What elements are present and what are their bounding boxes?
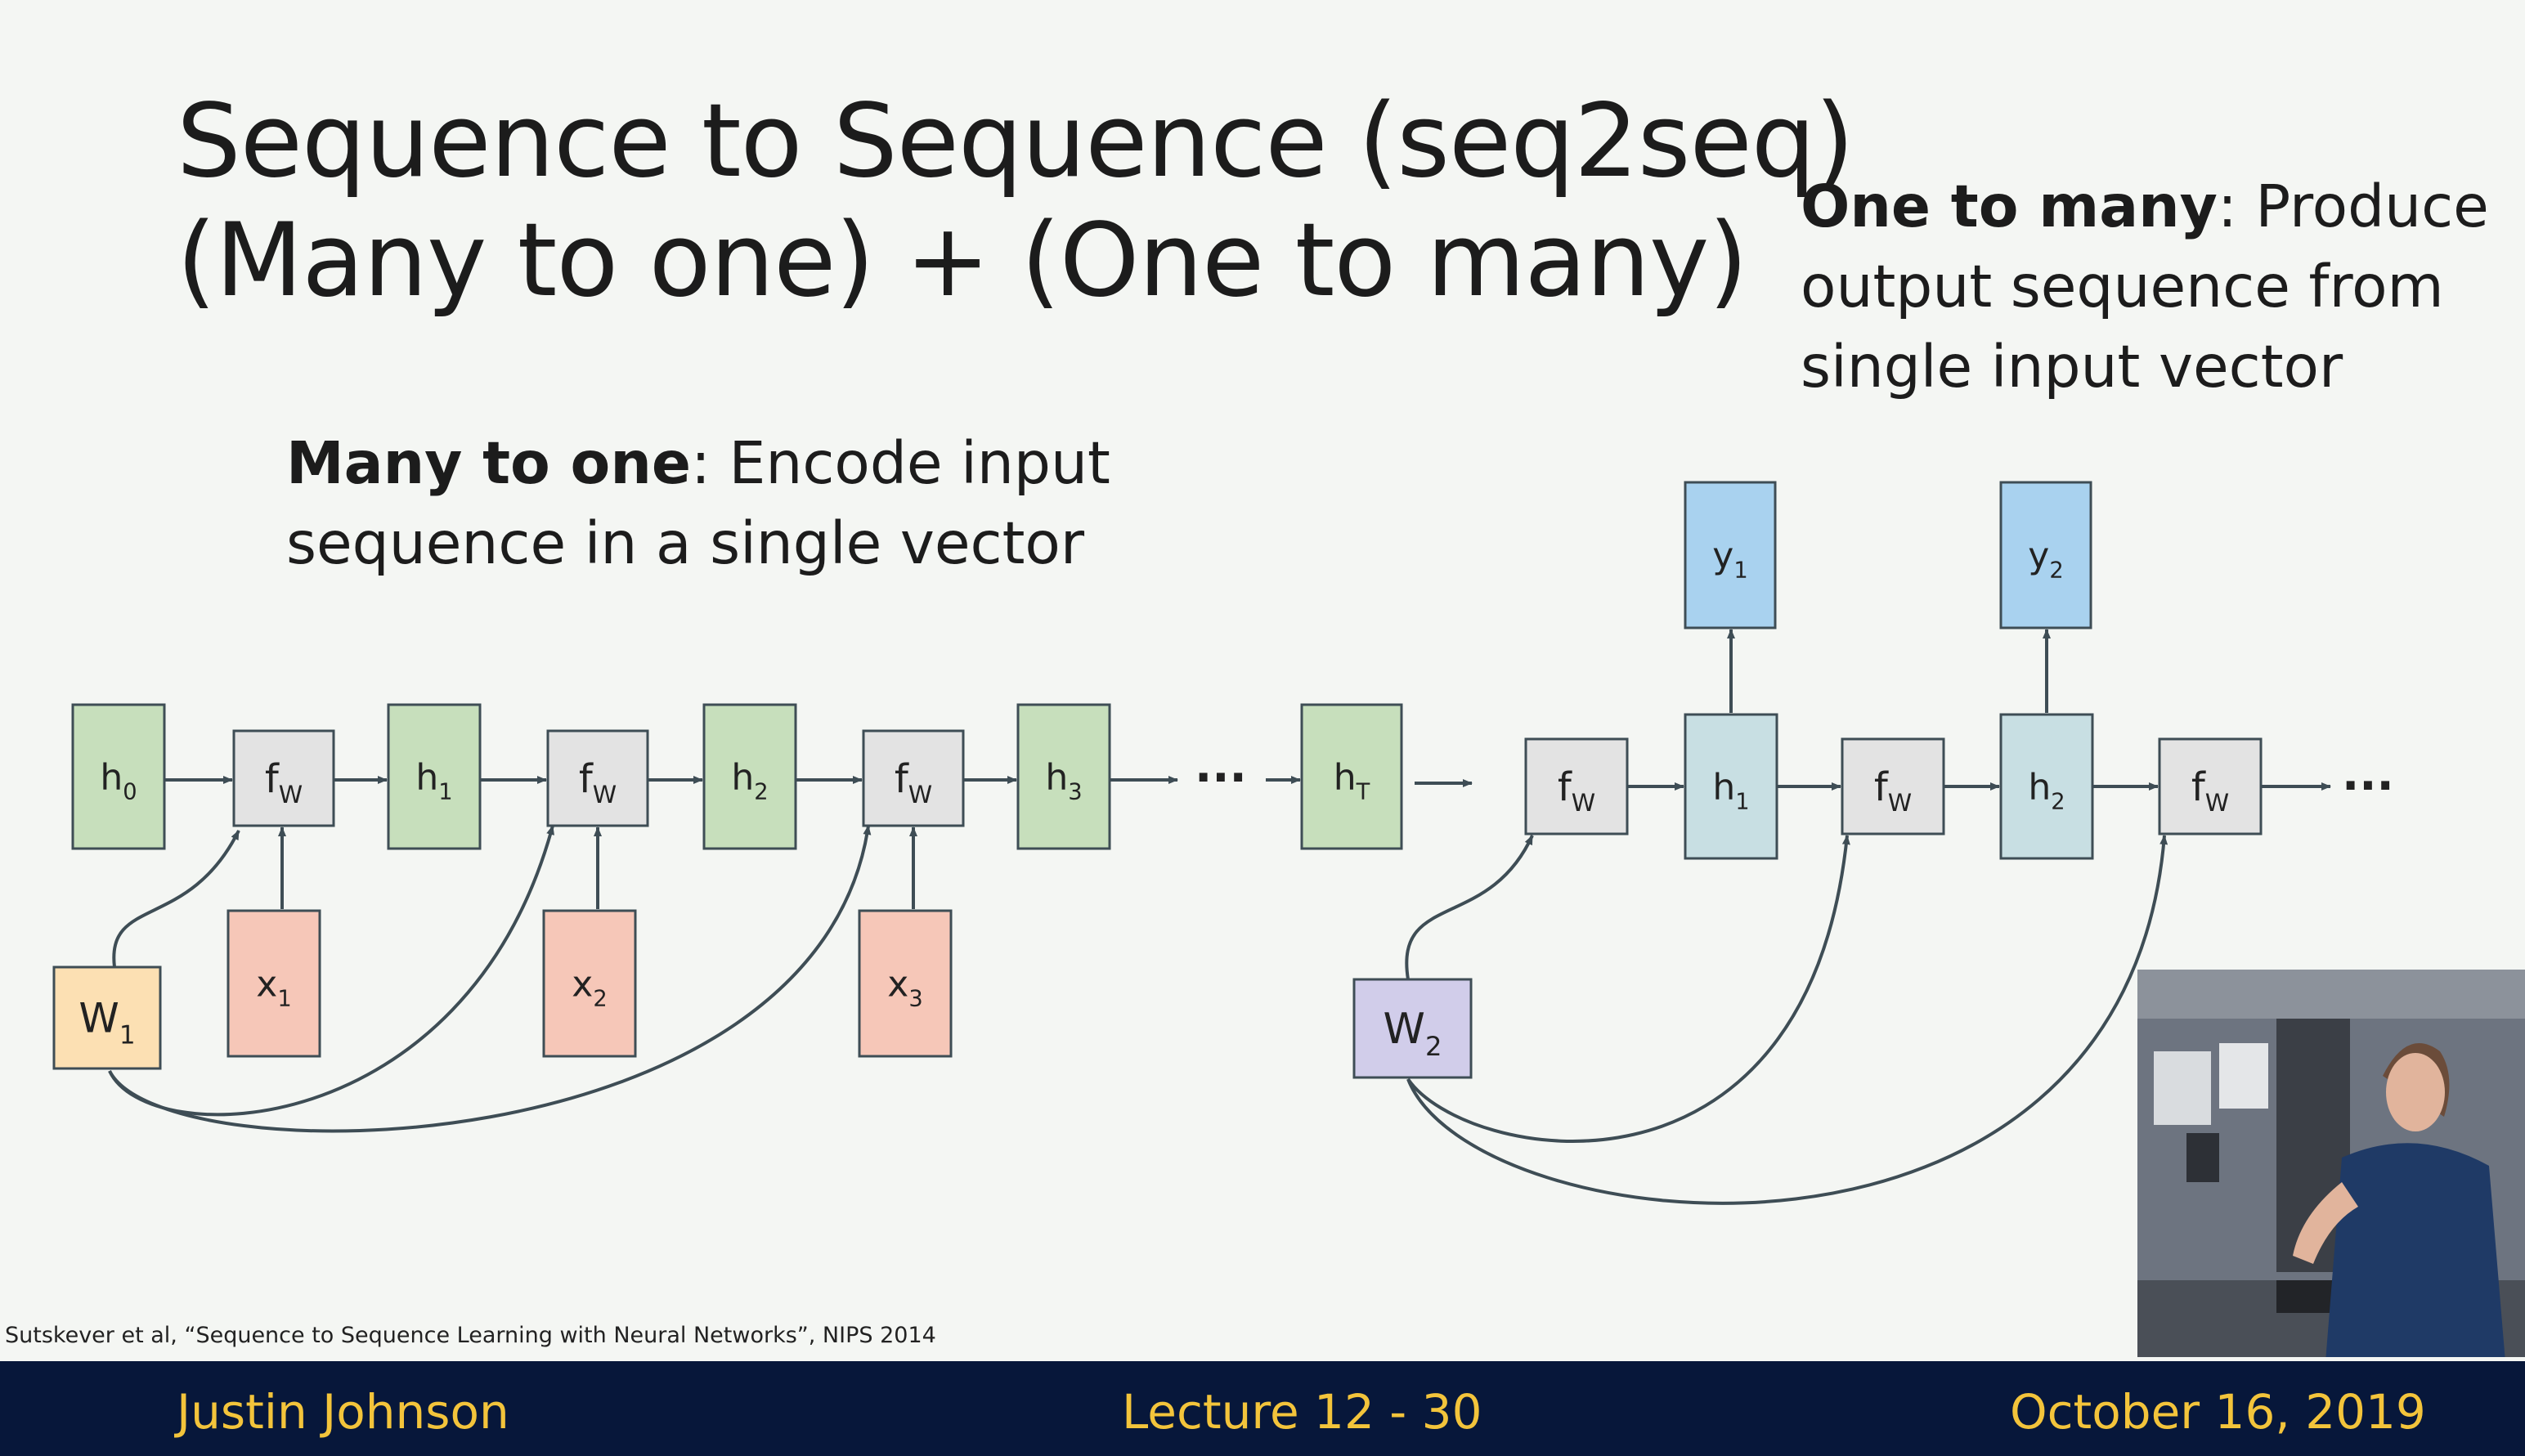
many-to-one-bold: Many to one [286, 429, 692, 497]
encoder-hidden-hT: hT [1300, 703, 1403, 850]
footer-author: Justin Johnson [177, 1384, 509, 1440]
decoder-hidden-h1: h1 [1684, 713, 1778, 860]
output-y1-label: y1 [1712, 535, 1747, 583]
curve-w1-fw2 [108, 825, 554, 1117]
encoder-hidden-h3: h3 [1016, 703, 1111, 850]
citation: Sutskever et al, “Sequence to Sequence L… [5, 1323, 936, 1348]
curve-w1-fw1 [112, 830, 240, 968]
title-line-1: Sequence to Sequence (seq2seq) [177, 83, 1855, 200]
one-to-many-line1: : Produce [2217, 172, 2489, 240]
footer-lecture: Lecture 12 - 30 [1122, 1384, 1482, 1440]
weight-w2-label: W2 [1384, 1005, 1442, 1062]
encoder-hidden-h3-label: h3 [1045, 756, 1082, 804]
encoder-hidden-h1-label: h1 [415, 756, 452, 804]
input-x2-label: x2 [572, 963, 607, 1011]
curve-w2-dfw1 [1405, 835, 1534, 980]
presenter-video-image [2137, 970, 2525, 1357]
one-to-many-bold: One to many [1801, 172, 2218, 240]
encoder-fw-2-label: fW [579, 756, 617, 809]
encoder-fw-2: fW [546, 729, 649, 827]
footer-bar: Justin Johnson Lecture 12 - 30 October 1… [0, 1361, 2525, 1456]
weight-w1-label: W1 [78, 995, 135, 1051]
decoder-fw-1: fW [1524, 737, 1629, 836]
ellipsis-encoder: ... [1195, 740, 1247, 793]
encoder-hidden-h2-label: h2 [731, 756, 768, 804]
decoder-fw-2: fW [1841, 737, 1945, 836]
decoder-hidden-h2: h2 [1999, 713, 2094, 860]
input-x1-label: x1 [256, 963, 291, 1011]
encoder-hidden-hT-label: hT [1334, 756, 1370, 804]
input-x3: x3 [858, 909, 953, 1058]
encoder-fw-3-label: fW [895, 756, 932, 809]
input-x1: x1 [226, 909, 321, 1058]
curve-w1-fw3 [108, 825, 872, 1133]
webcam-feed [2137, 970, 2525, 1357]
encoder-fw-3: fW [862, 729, 965, 827]
ellipsis-decoder: ... [2342, 748, 2394, 801]
decoder-hidden-h2-label: h2 [2028, 766, 2065, 814]
decoder-fw-1-label: fW [1558, 764, 1595, 818]
one-to-many-line2: output sequence from [1801, 253, 2444, 320]
footer-date: October 16, 2019 [2010, 1384, 2426, 1440]
decoder-hidden-h1-label: h1 [1712, 766, 1749, 814]
one-to-many-line3: single input vector [1801, 333, 2343, 401]
decoder-fw-3-label: fW [2191, 764, 2229, 818]
slide-title: Sequence to Sequence (seq2seq) (Many to … [177, 82, 1855, 320]
many-to-one-line2: sequence in a single vector [286, 509, 1085, 577]
weight-w2: W2 [1352, 978, 1473, 1079]
encoder-hidden-h0-label: h0 [100, 756, 137, 804]
output-y1: y1 [1684, 481, 1777, 629]
curve-w2-dfw2 [1406, 835, 1850, 1143]
encoder-hidden-h2: h2 [702, 703, 797, 850]
output-y2: y2 [1999, 481, 2092, 629]
one-to-many-note: One to many: Produce output sequence fro… [1801, 167, 2489, 407]
decoder-fw-2-label: fW [1874, 764, 1912, 818]
input-x3-label: x3 [887, 963, 922, 1011]
encoder-hidden-h0: h0 [71, 703, 166, 850]
encoder-hidden-h1: h1 [387, 703, 482, 850]
weight-w1: W1 [52, 965, 162, 1070]
curve-w2-dfw3 [1406, 835, 2168, 1205]
input-x2: x2 [542, 909, 637, 1058]
decoder-fw-3: fW [2158, 737, 2263, 836]
many-to-one-line1: : Encode input [691, 429, 1110, 497]
encoder-fw-1-label: fW [265, 756, 303, 809]
many-to-one-note: Many to one: Encode input sequence in a … [286, 423, 1110, 584]
output-y2-label: y2 [2028, 535, 2063, 583]
encoder-fw-1: fW [232, 729, 335, 827]
title-line-2: (Many to one) + (One to many) [177, 202, 1748, 320]
